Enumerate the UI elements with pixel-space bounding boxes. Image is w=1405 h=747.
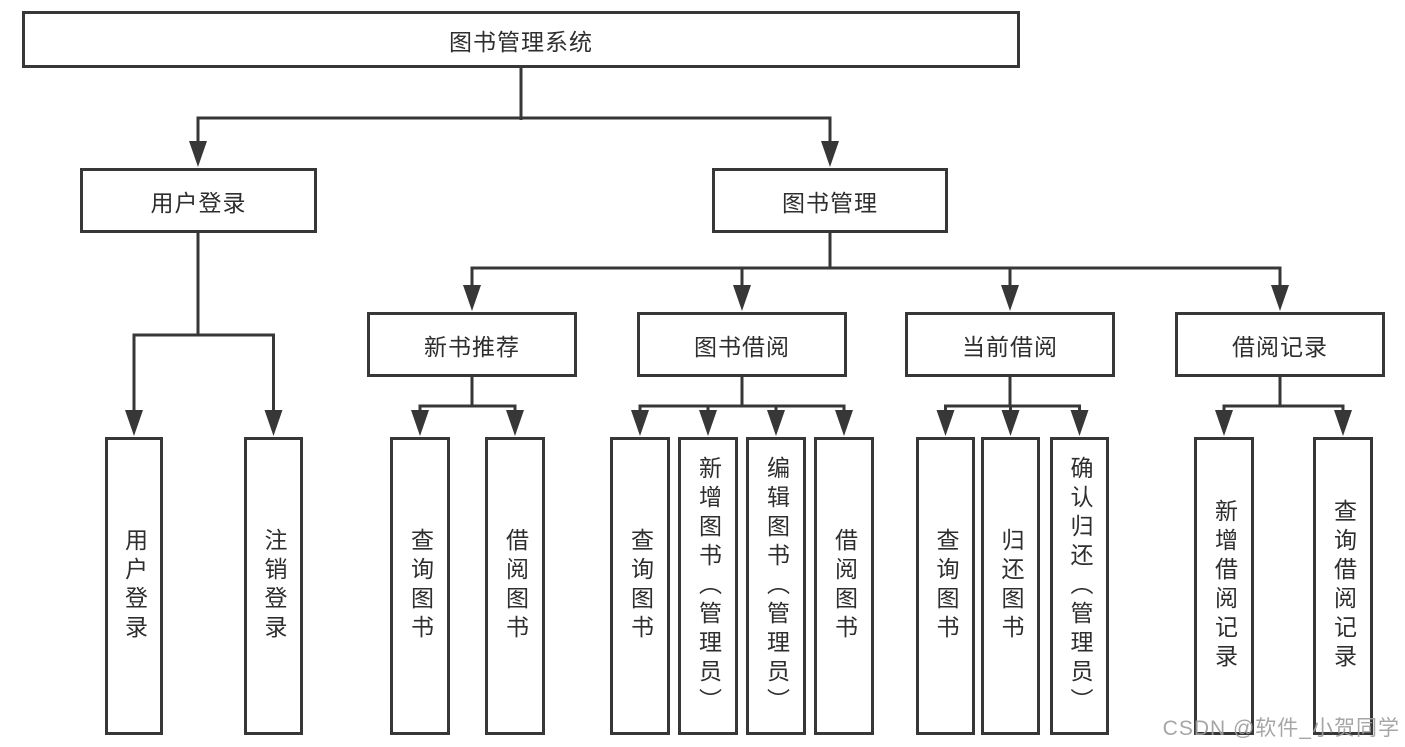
node-bb-query-books: 查询图书 (610, 437, 670, 735)
node-library-management-system: 图书管理系统 (22, 11, 1020, 68)
node-label: 确认归还（管理员） (1067, 455, 1093, 717)
node-label: 用户登录 (121, 528, 148, 644)
node-cb-confirm-return-admin: 确认归还（管理员） (1050, 437, 1109, 735)
node-br-query-borrow-record: 查询借阅记录 (1313, 437, 1373, 735)
node-label: 图书管理 (782, 189, 878, 216)
node-label: 注销登录 (261, 528, 287, 644)
node-nb-borrow-books: 借阅图书 (485, 437, 545, 735)
node-bb-edit-books-admin: 编辑图书（管理员） (746, 437, 806, 735)
node-borrowing-records: 借阅记录 (1175, 312, 1385, 377)
node-label: 新书推荐 (424, 333, 520, 360)
node-new-book-recommendation: 新书推荐 (367, 312, 577, 377)
node-label: 编辑图书（管理员） (763, 455, 790, 717)
node-label: 归还图书 (998, 528, 1024, 644)
node-logout: 注销登录 (244, 437, 303, 735)
csdn-watermark: CSDN @软件_小贺同学 (1162, 717, 1400, 740)
node-label: 借阅图书 (502, 528, 529, 644)
node-nb-query-books: 查询图书 (390, 437, 450, 735)
node-user-login: 用户登录 (105, 437, 163, 735)
node-label: 借阅记录 (1232, 333, 1328, 360)
node-label: 查询借阅记录 (1330, 499, 1357, 673)
node-book-management: 图书管理 (712, 168, 948, 233)
node-bb-add-books-admin: 新增图书（管理员） (678, 437, 738, 735)
node-label: 查询图书 (933, 528, 959, 644)
node-current-borrowing: 当前借阅 (905, 312, 1115, 377)
node-label: 新增借阅记录 (1211, 499, 1238, 673)
node-label: 借阅图书 (831, 528, 858, 644)
node-label: 图书借阅 (694, 333, 790, 360)
node-cb-return-books: 归还图书 (981, 437, 1040, 735)
node-book-borrowing: 图书借阅 (637, 312, 847, 377)
node-label: 查询图书 (407, 528, 434, 644)
node-label: 新增图书（管理员） (695, 455, 722, 717)
node-br-add-borrow-record: 新增借阅记录 (1194, 437, 1254, 735)
node-label: 用户登录 (150, 189, 247, 216)
node-cb-query-books: 查询图书 (916, 437, 975, 735)
node-label: 图书管理系统 (449, 28, 593, 55)
node-label: 查询图书 (627, 528, 654, 644)
node-user-login-group: 用户登录 (80, 168, 317, 233)
node-bb-borrow-books: 借阅图书 (814, 437, 874, 735)
node-label: 当前借阅 (962, 333, 1058, 360)
